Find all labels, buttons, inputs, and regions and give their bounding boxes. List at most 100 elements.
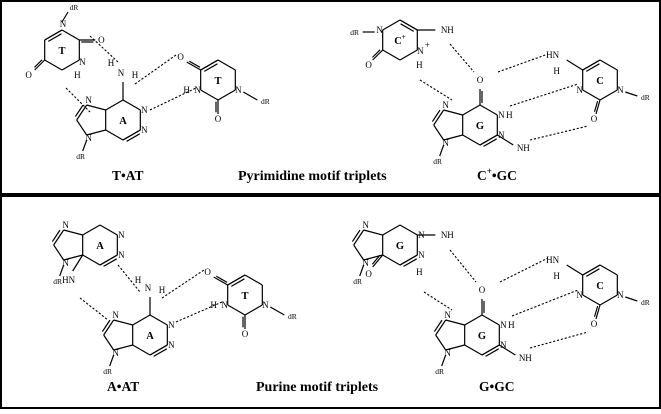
adenine-1-six-ring: [105, 129, 124, 141]
guanine-hoogsteen-six-ring: [399, 224, 418, 236]
cytosine-2-ring-label: C: [596, 281, 604, 292]
t-hoogsteen-ring: [61, 29, 80, 41]
adenine-hoogsteen-five-ring: [53, 244, 65, 261]
guanine-2-sugar-label: dR: [435, 367, 444, 376]
hb-g-c-b: [509, 83, 579, 107]
cytosine-1-ring-label: C: [596, 76, 604, 87]
hb-ah-a2-b: [79, 297, 109, 321]
hb-a2-t3-a: [161, 269, 205, 299]
t-hoogsteen-ring-label: T: [58, 46, 65, 57]
t1-h-label: H: [74, 70, 81, 80]
guanine-1-sugar-bond: [439, 144, 445, 157]
adenine-hoogsteen-six-ring: [99, 224, 118, 236]
guanine-2-n-label: N: [500, 340, 507, 350]
adenine-hoogsteen-six-ring: [82, 224, 101, 236]
guanine-1-n1-label: N: [498, 110, 505, 120]
adenine-1-five-ring: [76, 119, 88, 136]
t3-o2-label: O: [242, 329, 249, 339]
guanine-2-double-bond: [481, 344, 500, 356]
adenine-hoogsteen-five-ring: [53, 229, 65, 246]
guanine-2-five-ring: [445, 344, 465, 351]
guanine-2-six-ring: [481, 314, 500, 326]
t1-o-label: O: [98, 35, 105, 45]
c1-sugar-label: dR: [641, 93, 650, 102]
cplus-sugar-label: dR: [350, 28, 359, 37]
guanine-2-five-ring: [445, 319, 465, 326]
gh-carbonyl: [372, 254, 384, 268]
guanine-2-n9-label: N: [444, 348, 451, 358]
hb-g-c-c: [529, 125, 589, 141]
t3-n1-label: N: [262, 300, 269, 310]
c2-carbonyl: [595, 304, 601, 320]
c2-n1-label: N: [617, 290, 624, 300]
cytosine-2-double-bond: [582, 264, 601, 276]
adenine-2-six-ring: [149, 314, 168, 326]
gh-h-label: H: [416, 267, 423, 277]
t3-o-label: O: [204, 267, 211, 277]
cytosine-1-ring: [582, 89, 601, 101]
adenine-1-five-ring: [74, 104, 84, 117]
a1-amino-h2: H: [132, 70, 139, 80]
adenine-1-n-label: N: [141, 125, 148, 135]
guanine-1-five-ring: [433, 124, 445, 141]
adenine-2-five-ring: [103, 319, 115, 336]
a2-amino-h2: H: [159, 285, 166, 295]
adenine-2-five-ring: [101, 319, 111, 332]
g2-h-label: H: [508, 320, 515, 330]
c1-n3-label: N: [576, 85, 583, 95]
adenine-1-double-bond: [122, 129, 141, 141]
adenine-hoogsteen-ring-label: A: [96, 241, 104, 252]
ah-hn-label: HN: [62, 275, 75, 285]
t2-carbonyl: [189, 60, 201, 68]
guanine-1-five-ring: [431, 109, 441, 122]
t3-sugar-label: dR: [288, 312, 297, 321]
t-hoogsteen-ring: [44, 59, 63, 71]
adenine-2-sugar-label: dR: [103, 367, 112, 376]
cytosine-2-ring: [599, 264, 618, 276]
adenine-1-five-ring: [86, 129, 106, 136]
t1-n3-label: N: [79, 57, 86, 67]
t-watson-2-double-bond: [227, 274, 246, 286]
adenine-2-n-label: N: [168, 340, 175, 350]
guanine-2-n7-label: N: [444, 310, 451, 320]
cytosine-2-ring: [582, 294, 601, 306]
hb-gh-g2-a: [449, 249, 477, 283]
g1-h-label: H: [506, 110, 513, 120]
c2-carbonyl: [593, 305, 599, 317]
t2-n1-label: N: [235, 85, 242, 95]
panel-purine-frame: [0, 195, 661, 409]
adenine-2-double-bond: [149, 344, 168, 356]
cplus-carbonyl: [372, 49, 384, 61]
title-purine: Purine motif triplets: [256, 380, 379, 395]
t-watson-2-ring: [244, 274, 263, 286]
cplus-o-label: O: [365, 60, 372, 70]
cytosine-2-double-bond: [585, 268, 600, 277]
t-hoogsteen-double-bond: [44, 29, 63, 41]
adenine-hoogsteen-n1-label: N: [118, 230, 125, 240]
t3-carbonyl: [216, 275, 228, 283]
panel-pyrimidine-frame: [0, 0, 661, 195]
cplus-ring: [399, 49, 418, 61]
gh-o-label: O: [365, 269, 372, 279]
guanine-2-ring-label: G: [478, 331, 486, 342]
adenine-1-six-ring: [105, 99, 124, 111]
hb-a1-t2-a: [134, 54, 177, 85]
t-watson-2-ring: [244, 304, 263, 316]
t-hoogsteen-double-bond: [47, 33, 62, 42]
cplus-ring: [382, 49, 401, 61]
t2-sugar-bond: [243, 91, 258, 101]
cplus-double-bond: [399, 19, 418, 31]
guanine-1-six-ring: [462, 104, 481, 116]
a2-amino-n: N: [145, 283, 152, 293]
c1-o-label: O: [591, 114, 598, 124]
t-watson-2-ring: [227, 304, 246, 316]
guanine-hoogsteen-double-bond: [399, 254, 418, 266]
c2-o-label: O: [591, 319, 598, 329]
g2-nh-label: NH: [519, 353, 532, 363]
guanine-1-double-bond: [483, 138, 498, 147]
cplus-ring-label: C+: [394, 33, 406, 47]
c1-n1-label: N: [617, 85, 624, 95]
adenine-hoogsteen-sugar-label: dR: [53, 277, 62, 286]
adenine-2-five-ring: [103, 334, 115, 351]
title-pyrimidine: Pyrimidine motif triplets: [238, 169, 387, 184]
